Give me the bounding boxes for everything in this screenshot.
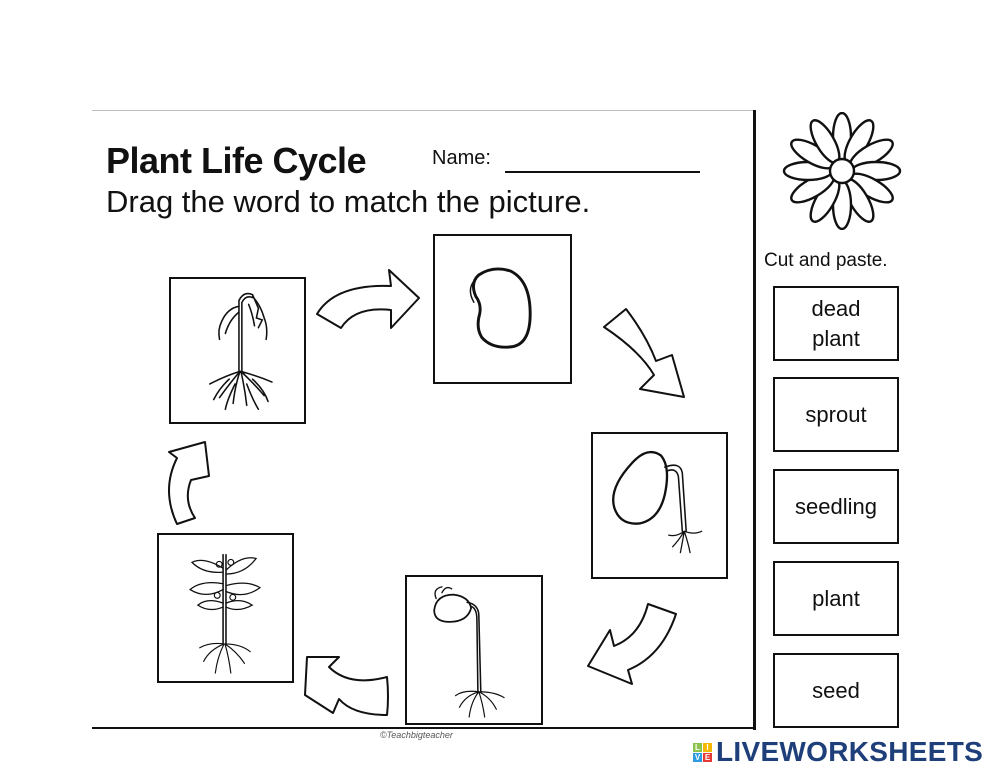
wilted-plant-icon xyxy=(209,292,273,411)
sprouting-bean-icon xyxy=(612,450,703,554)
credit-text: ©Teachbigteacher xyxy=(380,730,453,740)
arrow-sprout-to-seedling xyxy=(586,600,678,690)
seedling-icon xyxy=(433,586,505,718)
arrow-seedling-to-plant xyxy=(303,655,391,720)
daisy-flower-icon xyxy=(782,111,902,231)
worksheet-title: Plant Life Cycle xyxy=(106,140,367,181)
arrow-plant-to-dead xyxy=(165,440,215,525)
logo-text: LIVEWORKSHEETS xyxy=(716,736,984,767)
arrow-seed-to-sprout xyxy=(600,305,690,400)
logo-tile: L xyxy=(693,742,702,752)
worksheet-top-border xyxy=(92,110,754,111)
arrow-dead-to-seed xyxy=(315,266,425,336)
name-label: Name: xyxy=(432,147,491,169)
seed-picture[interactable] xyxy=(433,234,572,384)
logo-tile: I xyxy=(703,742,712,752)
logo-tile: V xyxy=(693,752,702,762)
bean-seed-icon xyxy=(469,267,532,349)
word-card-seedling[interactable]: seedling xyxy=(773,469,899,544)
seedling-picture[interactable] xyxy=(405,575,543,725)
liveworksheets-logo[interactable]: L I V E LIVEWORKSHEETS xyxy=(693,736,983,768)
dead-plant-picture[interactable] xyxy=(169,277,306,424)
instruction-text: Drag the word to match the picture. xyxy=(106,184,591,219)
word-card-plant[interactable]: plant xyxy=(773,561,899,636)
sprout-picture[interactable] xyxy=(591,432,728,579)
plant-picture[interactable] xyxy=(157,533,294,683)
flowering-plant-icon xyxy=(188,553,262,674)
logo-tile: E xyxy=(703,752,712,762)
name-field-line xyxy=(505,171,700,173)
worksheet-bottom-border xyxy=(92,727,755,729)
cut-and-paste-label: Cut and paste. xyxy=(764,250,888,271)
panel-divider xyxy=(753,110,756,730)
word-card-dead-plant[interactable]: dead plant xyxy=(773,286,899,361)
word-card-sprout[interactable]: sprout xyxy=(773,377,899,452)
word-card-seed[interactable]: seed xyxy=(773,653,899,728)
live-tiles-icon: L I V E xyxy=(693,742,712,762)
